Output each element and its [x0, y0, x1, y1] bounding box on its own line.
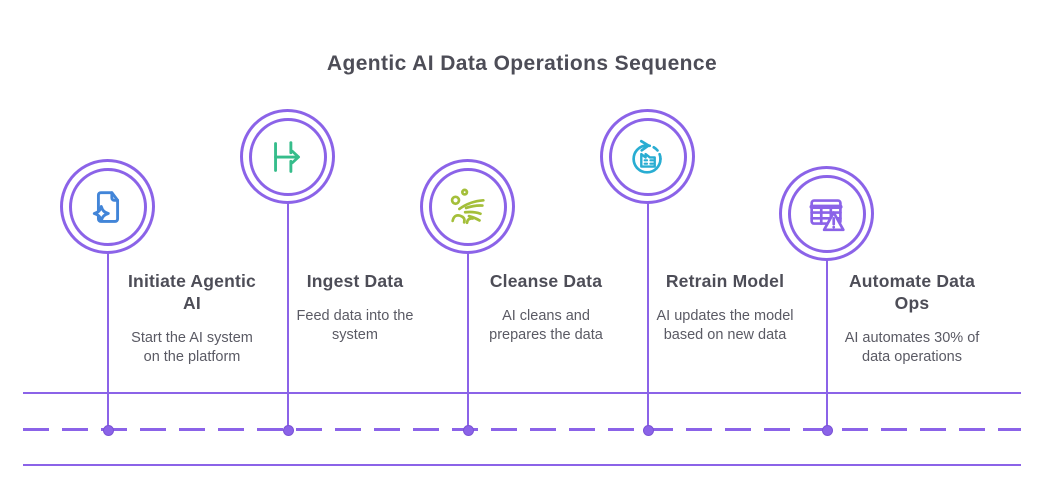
step-circle [600, 109, 695, 204]
timeline-upper-line [23, 392, 1021, 394]
step-connector-line [825, 260, 829, 430]
step-description: Feed data into the system [296, 308, 414, 343]
step-description: AI updates the model based on new data [656, 308, 794, 343]
step-title: Cleanse Data [489, 271, 603, 291]
step-circle-inner [787, 174, 866, 253]
step-circle [420, 159, 515, 254]
ingest-arrow-icon [273, 140, 300, 173]
step-description: AI cleans and prepares the data [489, 308, 603, 343]
step-connector-line [286, 203, 290, 430]
step-circle-inner [248, 117, 327, 196]
timeline-node [282, 424, 294, 436]
step-circle-inner [428, 167, 507, 246]
step-circle [240, 109, 335, 204]
step-connector-line [466, 253, 470, 430]
step-title: Retrain Model [665, 271, 785, 291]
step-circle-inner [608, 117, 687, 196]
step-title: Initiate Agentic AI [128, 271, 256, 313]
document-sparkle-icon [92, 190, 119, 223]
timeline-node [821, 424, 833, 436]
retrain-cycle-icon [631, 139, 662, 174]
step-circle-inner [68, 167, 147, 246]
step-description: Start the AI system on the platform [131, 330, 253, 365]
step-connector-line [106, 253, 110, 430]
timeline-node [462, 424, 474, 436]
step-title: Ingest Data [306, 271, 404, 291]
step-circle [60, 159, 155, 254]
cleanse-hand-icon [450, 188, 485, 224]
timeline-dashed-line [23, 428, 1021, 431]
timeline-node [642, 424, 654, 436]
step-connector-line [646, 203, 650, 430]
timeline-node [102, 424, 114, 436]
step-description: AI automates 30% of data operations [844, 330, 980, 365]
table-warning-icon [809, 198, 845, 231]
diagram-title: Agentic AI Data Operations Sequence [326, 52, 718, 75]
step-title: Automate Data Ops [848, 271, 976, 313]
timeline-lower-line [23, 464, 1021, 466]
step-circle [779, 166, 874, 261]
